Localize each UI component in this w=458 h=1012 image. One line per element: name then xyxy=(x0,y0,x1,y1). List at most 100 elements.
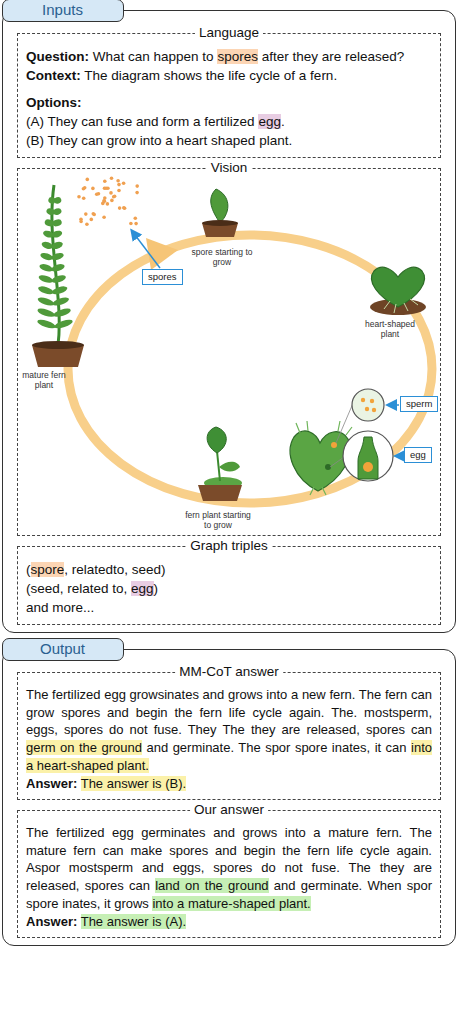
text-row: Context: The diagram shows the life cycl… xyxy=(26,66,432,85)
callout-node: sperm xyxy=(400,396,438,412)
spore-dot xyxy=(129,222,133,226)
text-row: Options: xyxy=(26,93,432,112)
text-body: Question: What can happen to spores afte… xyxy=(18,34,440,157)
spore-dot xyxy=(116,179,120,183)
spore-dot xyxy=(86,178,90,182)
text-body: (spore, relatedto, seed)(seed, related t… xyxy=(18,547,440,624)
fern-leaflet xyxy=(52,296,70,307)
body-text: ) xyxy=(154,581,159,596)
box-node: MM-CoT answerThe fertilized egg growsina… xyxy=(17,672,441,800)
fern-leaflet xyxy=(37,296,55,307)
body-text: (A) They can fuse and form a fertilized xyxy=(26,114,255,129)
fern-leaflet xyxy=(40,252,54,262)
sperm-dot xyxy=(361,398,365,402)
fern-leaflet xyxy=(53,307,72,319)
highlighted-text: land on the ground xyxy=(155,878,268,893)
spore-dot xyxy=(79,220,83,224)
spore-dot xyxy=(83,186,87,190)
highlighted-text: The answer is (B). xyxy=(81,776,186,791)
leader-arrow xyxy=(396,455,403,457)
spore-dot xyxy=(103,180,107,184)
figure-label: heart-shaped plant xyxy=(360,319,420,339)
spore-dot xyxy=(90,218,94,222)
egg-cell xyxy=(363,462,373,472)
highlighted-text: The answer is (A). xyxy=(81,914,186,929)
spore-dot xyxy=(123,207,127,211)
highlighted-text: spores xyxy=(217,49,258,64)
panel-tab: Output xyxy=(2,638,124,661)
body-text: and germinate. The spor spore inates, it… xyxy=(146,740,406,755)
panel-tab: Inputs xyxy=(2,0,124,22)
panel-node: InputsLanguageQuestion: What can happen … xyxy=(2,10,456,633)
figure-label: fern plant starting to grow xyxy=(181,510,255,530)
spore-dot xyxy=(92,212,96,216)
spore-dot xyxy=(102,215,106,219)
spore-dot xyxy=(135,184,139,188)
leader-arrow xyxy=(388,404,399,406)
fern-leaflet xyxy=(36,318,56,330)
spore-dot xyxy=(106,202,110,206)
spore-dot xyxy=(117,183,121,187)
callout-label: spores xyxy=(148,271,177,282)
body-text: What can happen to xyxy=(93,49,214,64)
spore-dot xyxy=(134,222,138,226)
life-cycle-loop xyxy=(68,235,432,503)
pot-soil xyxy=(32,341,84,349)
text-row: (seed, related to, egg) xyxy=(26,579,432,598)
sperm-dot xyxy=(372,408,376,412)
fern-leaflet xyxy=(37,307,56,319)
spore-dot xyxy=(85,223,89,227)
body-text: Context: xyxy=(26,68,81,83)
text-row: (spore, relatedto, seed) xyxy=(26,560,432,579)
fern-leaflet xyxy=(39,263,54,273)
fern-leaflet xyxy=(51,274,67,285)
young-stem xyxy=(217,451,220,481)
text-row: Answer: The answer is (B). xyxy=(26,775,432,793)
highlighted-text: spore xyxy=(31,562,65,577)
box-node: Graph triples(spore, relatedto, seed)(se… xyxy=(17,546,441,625)
text-row: Question: What can happen to spores afte… xyxy=(26,47,432,66)
text-row: Answer: The answer is (A). xyxy=(26,913,432,931)
box-node: Our answerThe fertilized egg germinates … xyxy=(17,810,441,938)
spore-dot xyxy=(95,192,99,196)
spore-dot xyxy=(122,206,126,210)
text-body: The fertilized egg germinates and grows … xyxy=(18,811,440,937)
spore-dot xyxy=(84,212,88,216)
spore-dot xyxy=(91,187,95,191)
box-heading: Language xyxy=(195,25,263,41)
spore-dot xyxy=(77,195,81,199)
body-text: Question: xyxy=(26,49,89,64)
callout-node: spores xyxy=(142,269,183,285)
young-leaf xyxy=(219,462,240,472)
figure-label: spore starting to grow xyxy=(190,247,254,267)
spore-dot xyxy=(135,191,139,195)
callout-label: sperm xyxy=(406,398,432,409)
fern-leaflet xyxy=(51,240,64,250)
box-heading: Our answer xyxy=(190,802,268,818)
figure-label: mature fern plant xyxy=(20,370,68,390)
fern-leaflet xyxy=(53,196,62,204)
spore-dot xyxy=(134,217,138,221)
text-row: (B) They can grow into a heart shaped pl… xyxy=(26,131,432,150)
archegonium-flask xyxy=(358,437,378,479)
body-text: after they are released? xyxy=(262,49,405,64)
spore-dot xyxy=(110,176,114,180)
rhizoids xyxy=(384,299,418,313)
fern-leaflet xyxy=(53,318,73,330)
vision-node: Vision spore starting to growheart-shape… xyxy=(17,168,441,536)
spore-dot xyxy=(103,196,107,200)
callout-node: egg xyxy=(404,447,432,463)
spore-dot xyxy=(104,187,108,191)
sperm-dot xyxy=(365,407,369,411)
fern-leaflet xyxy=(51,229,63,238)
body-text: Options: xyxy=(26,95,82,110)
text-row: The fertilized egg germinates and grows … xyxy=(26,824,432,913)
sprout-leaf xyxy=(211,189,228,223)
panel-node: OutputMM-CoT answerThe fertilized egg gr… xyxy=(2,649,456,946)
highlighted-text: egg xyxy=(131,581,154,596)
box-node: LanguageQuestion: What can happen to spo… xyxy=(17,33,441,158)
body-text: (B) They can grow into a heart shaped pl… xyxy=(26,133,292,148)
body-text: Answer: xyxy=(26,914,77,929)
spore-dot xyxy=(117,189,121,193)
heart-plant xyxy=(371,267,424,307)
